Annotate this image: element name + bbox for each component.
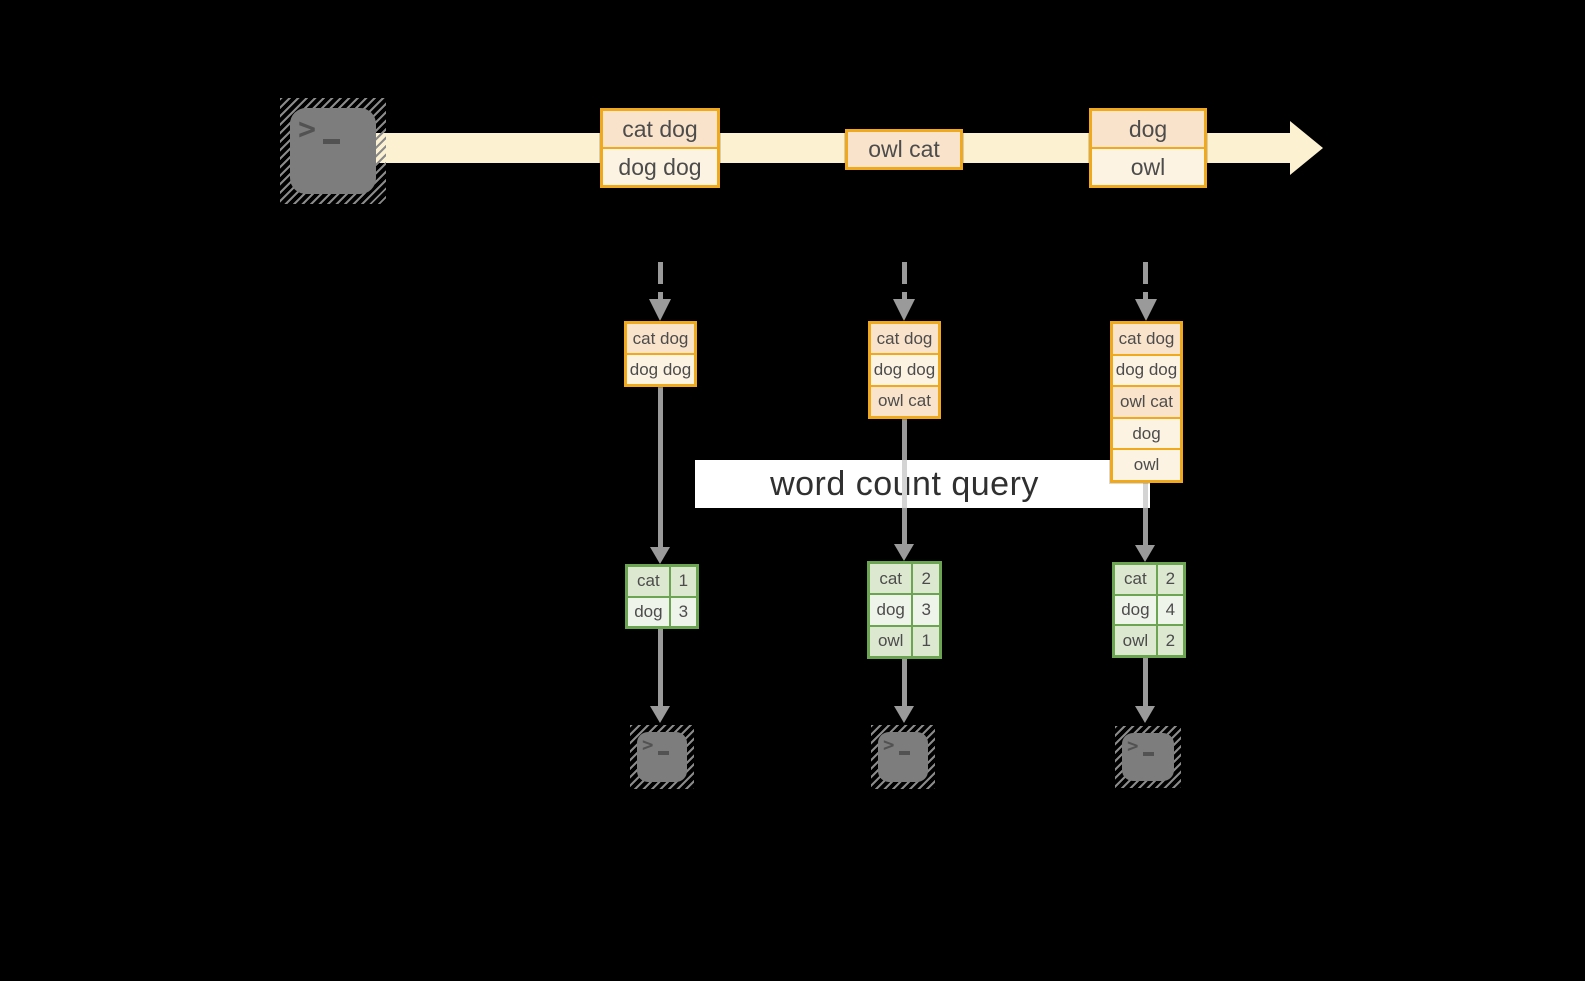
table-cell-count: 2 bbox=[913, 564, 939, 594]
terminal-screen: > bbox=[637, 732, 687, 782]
message-line: dog bbox=[1092, 111, 1204, 147]
ingest-arrow bbox=[902, 262, 907, 299]
buffer-line: dog dog bbox=[1113, 355, 1180, 386]
table-cell-count: 1 bbox=[913, 626, 939, 656]
terminal-prompt-icon: > bbox=[883, 734, 895, 756]
table-cell-word: dog bbox=[870, 595, 912, 625]
message-line: owl cat bbox=[848, 132, 960, 167]
stream-message: dog owl bbox=[1089, 108, 1207, 188]
word-count-table: cat 2 dog 3 owl 1 bbox=[867, 561, 942, 659]
table-cell-count: 1 bbox=[670, 567, 696, 596]
terminal-screen: > bbox=[290, 108, 376, 194]
terminal-screen: > bbox=[878, 732, 928, 782]
buffer-line: cat dog bbox=[871, 324, 938, 354]
terminal-cursor-icon bbox=[323, 139, 340, 144]
terminal-cursor-icon bbox=[899, 751, 910, 755]
sink-terminal-icon: > bbox=[630, 725, 694, 789]
output-arrowhead-icon bbox=[1135, 706, 1155, 723]
message-line: dog dog bbox=[603, 149, 717, 185]
table-cell-count: 2 bbox=[1157, 565, 1183, 594]
terminal-screen: > bbox=[1122, 733, 1174, 781]
query-arrowhead-icon bbox=[1135, 545, 1155, 562]
table-cell-count: 2 bbox=[1157, 626, 1183, 655]
message-buffer: cat dog dog dog owl cat bbox=[868, 321, 941, 419]
table-cell-word: cat bbox=[1115, 565, 1156, 594]
query-flow-line-faint bbox=[902, 460, 907, 508]
stream-message: owl cat bbox=[845, 129, 963, 170]
buffer-line: cat dog bbox=[627, 324, 694, 353]
query-flow-line-faint bbox=[1143, 483, 1148, 508]
word-count-table: cat 1 dog 3 bbox=[625, 564, 699, 629]
message-buffer: cat dog dog dog owl cat dog owl bbox=[1110, 321, 1183, 483]
source-terminal-icon: > bbox=[280, 98, 386, 204]
terminal-prompt-icon: > bbox=[642, 734, 654, 756]
query-arrowhead-icon bbox=[894, 544, 914, 561]
sink-terminal-icon: > bbox=[1115, 726, 1181, 788]
ingest-arrowhead-icon bbox=[1135, 299, 1157, 321]
stream-message: cat dog dog dog bbox=[600, 108, 720, 188]
word-count-table: cat 2 dog 4 owl 2 bbox=[1112, 562, 1186, 658]
query-arrowhead-icon bbox=[650, 547, 670, 564]
ingest-arrow bbox=[658, 262, 663, 299]
ingest-arrowhead-icon bbox=[893, 299, 915, 321]
table-cell-word: cat bbox=[870, 564, 912, 594]
stream-arrowhead-icon bbox=[1290, 121, 1323, 175]
table-cell-word: cat bbox=[628, 567, 669, 596]
table-cell-word: dog bbox=[628, 597, 669, 626]
output-arrowhead-icon bbox=[650, 706, 670, 723]
message-line: owl bbox=[1092, 149, 1204, 185]
output-flow-line bbox=[658, 629, 663, 706]
table-cell-word: owl bbox=[1115, 626, 1156, 655]
query-flow-line bbox=[658, 387, 663, 547]
terminal-prompt-icon: > bbox=[298, 112, 317, 147]
ingest-arrow bbox=[1143, 262, 1148, 299]
ingest-arrowhead-icon bbox=[649, 299, 671, 321]
buffer-line: owl bbox=[1113, 450, 1180, 480]
buffer-line: owl cat bbox=[871, 386, 938, 416]
output-flow-line bbox=[1143, 658, 1148, 706]
buffer-line: dog dog bbox=[871, 355, 938, 385]
output-arrowhead-icon bbox=[894, 706, 914, 723]
buffer-line: cat dog bbox=[1113, 324, 1180, 354]
table-cell-word: owl bbox=[870, 626, 912, 656]
sink-terminal-icon: > bbox=[871, 725, 935, 789]
message-buffer: cat dog dog dog bbox=[624, 321, 697, 387]
table-cell-count: 3 bbox=[670, 597, 696, 626]
table-cell-count: 3 bbox=[913, 595, 939, 625]
query-flow-line bbox=[1143, 483, 1148, 545]
output-flow-line bbox=[902, 659, 907, 706]
terminal-cursor-icon bbox=[658, 751, 669, 755]
buffer-line: owl cat bbox=[1113, 387, 1180, 417]
table-cell-word: dog bbox=[1115, 595, 1156, 625]
buffer-line: dog dog bbox=[627, 355, 694, 384]
table-cell-count: 4 bbox=[1157, 595, 1183, 625]
buffer-line: dog bbox=[1113, 418, 1180, 449]
terminal-cursor-icon bbox=[1143, 752, 1154, 756]
query-label-band: word count query bbox=[695, 460, 1150, 508]
message-line: cat dog bbox=[603, 111, 717, 147]
terminal-prompt-icon: > bbox=[1127, 735, 1139, 757]
